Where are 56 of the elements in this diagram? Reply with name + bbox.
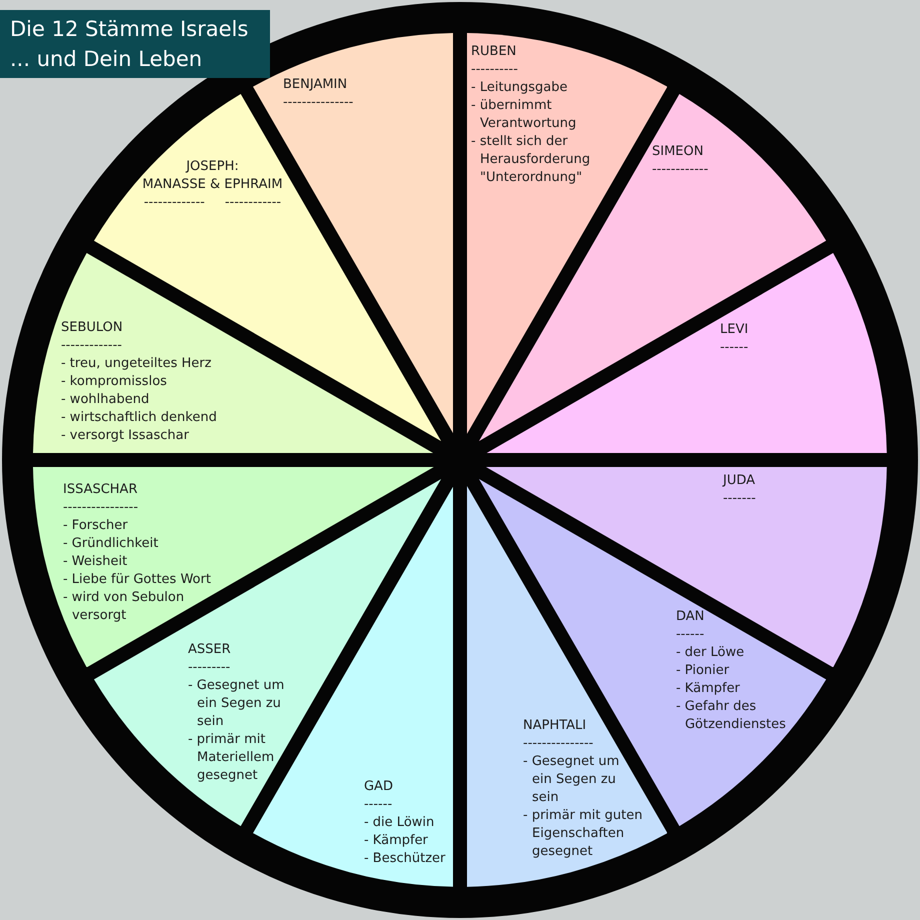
trait-item: - wird von Sebulon versorgt	[62, 590, 184, 623]
wedge-segment	[486, 252, 887, 453]
tribe-name: JOSEPH:	[186, 158, 239, 174]
hyphen-rule: ---------	[188, 660, 230, 675]
wedge-segment	[467, 486, 668, 887]
trait-item: - Forscher	[62, 518, 128, 533]
tribe-name: SEBULON	[60, 320, 123, 335]
trait-item: - Leitungsgabe	[471, 80, 568, 95]
trait-item: - Weisheit	[62, 554, 128, 569]
hyphen-rule: ----------	[471, 62, 518, 77]
tribe-subtitle: MANASSE & EPHRAIM	[142, 176, 283, 192]
trait-item: - der Löwe	[676, 644, 744, 660]
tribe-name: NAPHTALI	[523, 718, 586, 733]
trait-item: - Pionier	[676, 662, 730, 678]
trait-item: - Gefahr des Götzendienstes	[676, 698, 786, 732]
hyphen-rule: -------------	[144, 194, 205, 210]
hyphen-rule: ---------------	[523, 736, 594, 751]
trait-item: - Kämpfer	[676, 680, 740, 696]
trait-item: - stellt sich der Herausforderung "Unterordnung"	[471, 134, 590, 185]
tribe-name: DAN	[676, 608, 704, 624]
trait-item: - wirtschaftlich denkend	[60, 410, 217, 425]
hyphen-rule: -------	[722, 491, 756, 506]
trait-item: - wohlhabend	[60, 392, 150, 407]
hyphen-rule: ------------	[224, 194, 282, 210]
tribe-name: SIMEON	[652, 144, 704, 159]
trait-item: - versorgt Issaschar	[60, 428, 189, 443]
wedge-segment	[33, 467, 434, 668]
trait-item: - Kämpfer	[364, 832, 428, 848]
trait-item: - Gründlichkeit	[62, 536, 158, 551]
trait-item: - Liebe für Gottes Wort	[62, 572, 211, 587]
tribe-name: BENJAMIN	[282, 76, 348, 92]
tribe-name: ISSASCHAR	[62, 482, 138, 497]
trait-item: - treu, ungeteiltes Herz	[60, 356, 212, 371]
hyphen-rule: ----------------	[62, 500, 138, 515]
trait-item: - kompromisslos	[60, 374, 167, 389]
hyphen-rule: ------	[720, 340, 748, 355]
trait-item: - Beschützer	[364, 850, 446, 866]
trait-item: - primär mit Materiellem gesegnet	[188, 732, 274, 783]
tribe-name: LEVI	[720, 322, 748, 337]
hyphen-rule: ------------	[652, 162, 708, 177]
hyphen-rule: ---------------	[282, 94, 354, 110]
tribe-name: ASSER	[188, 642, 231, 657]
trait-item: - primär mit guten Eigenschaften gesegnet	[523, 808, 642, 859]
hyphen-rule: ------	[364, 796, 392, 812]
hyphen-rule: ------	[676, 626, 704, 642]
tribe-name: RUBEN	[471, 44, 516, 59]
trait-item: - Gesegnet um ein Segen zu sein	[188, 678, 284, 729]
title-banner: Die 12 Stämme Israels ... und Dein Leben	[0, 10, 270, 78]
trait-item: - Gesegnet um ein Segen zu sein	[523, 754, 620, 805]
wedge-segment	[33, 252, 434, 453]
hyphen-rule: -------------	[60, 338, 122, 353]
wedge-segment	[479, 94, 826, 441]
tribe-name: GAD	[364, 778, 393, 794]
trait-item: - die Löwin	[364, 814, 434, 830]
trait-item: - übernimmt Verantwortung	[471, 98, 576, 131]
tribe-name: JUDA	[722, 473, 756, 488]
